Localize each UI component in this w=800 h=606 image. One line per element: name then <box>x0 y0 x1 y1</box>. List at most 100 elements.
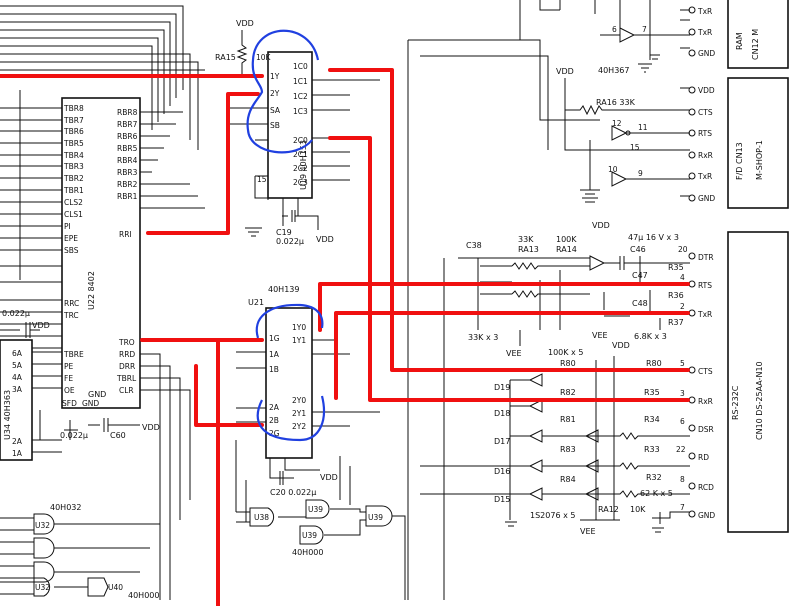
gate-top-pin6: 6 <box>612 25 617 34</box>
rs-pin-rcd: RCD <box>698 483 714 492</box>
u21-pin-2a: 2A <box>269 403 280 412</box>
u34-pin-2a: 2A <box>12 437 23 446</box>
u22-pin-rbr6: RBR6 <box>117 132 138 141</box>
label-33k: 33K <box>518 235 534 244</box>
label-cn10: CN10 DS-25AA-N10 <box>755 361 764 440</box>
u22-pin-tbr7: TBR7 <box>63 116 84 125</box>
u34-pin-3a: 3A <box>12 385 23 394</box>
u39-c: U39 <box>368 513 383 522</box>
u34-pin-5a: 5A <box>12 361 23 370</box>
label-diodes: 1S2076 x 5 <box>530 511 575 520</box>
blue-annotations <box>246 29 326 442</box>
u22-pin-gnd: GND <box>82 399 99 408</box>
u34-name: U34 40H363 <box>3 390 12 440</box>
u22-name: U22 8402 <box>87 271 96 310</box>
label-100kx5: 100K x 5 <box>548 348 583 357</box>
u22-pin-rbr1: RBR1 <box>117 192 138 201</box>
u22-pin-tbr6: TBR6 <box>63 127 84 136</box>
top-conn-gnd: GND <box>698 49 715 58</box>
rs-pin-rts-num: 4 <box>680 273 685 282</box>
blue-circle-u21-bottom <box>256 395 326 442</box>
u21-name: U21 <box>248 298 264 307</box>
u34-pin-4a: 4A <box>12 373 23 382</box>
label-d18: D18 <box>494 409 510 418</box>
cap-c19-name: C19 <box>276 228 292 237</box>
ground-symbols: GND <box>88 63 664 533</box>
u22-pin-fe: FE <box>64 374 73 383</box>
label-d15: D15 <box>494 495 510 504</box>
u22-pin-epe: EPE <box>64 234 78 243</box>
cap-u22-value: 0.022μ <box>2 309 30 318</box>
label-r36: R36 <box>668 291 684 300</box>
u19-pin-1c2: 1C2 <box>293 92 308 101</box>
fd-conn-vdd: VDD <box>698 86 715 95</box>
u22-pin-sbs: SBS <box>64 246 79 255</box>
rs-pin-gnd: GND <box>698 511 715 520</box>
u21-pin-2b: 2B <box>269 416 279 425</box>
label-r80b: R80 <box>646 359 662 368</box>
chip-u22: U22 8402 TBR8 TBR7 TBR6 TBR5 TBR4 TBR3 T… <box>0 97 205 600</box>
u22-pin-rrd: RRD <box>119 350 135 359</box>
label-c38: C38 <box>466 241 482 250</box>
fd-conn-rts: RTS <box>698 129 712 138</box>
ra16-label: RA16 33K <box>596 98 636 107</box>
label-d17: D17 <box>494 437 510 446</box>
fd-conn-gnd: GND <box>698 194 715 203</box>
label-68kx3: 6.8K x 3 <box>634 332 667 341</box>
u40-label: U40 <box>108 583 123 592</box>
u19-pin-sa: SA <box>270 106 281 115</box>
u22-pin-trc: TRC <box>63 311 79 320</box>
rs-pin-dsr-num: 6 <box>680 417 685 426</box>
u22-pin-rbr7: RBR7 <box>117 120 138 129</box>
u39-b: U39 <box>302 531 317 540</box>
rs-pin-txr-num: 2 <box>680 302 685 311</box>
top-bus-lines <box>0 5 205 280</box>
u22-pin-sfd: SFD <box>62 399 77 408</box>
chip-u21: 40H139 U21 1G 1A 1B 2A 2B 2G 1Y0 1Y1 2Y0… <box>236 285 380 497</box>
u21-pin-1y0: 1Y0 <box>292 323 306 332</box>
vdd-rs2: VDD <box>612 341 630 350</box>
cap-c20: C20 0.022μ <box>270 488 316 497</box>
label-r37: R37 <box>668 318 684 327</box>
gate-fd-12: 12 <box>612 119 622 128</box>
u34-pin-1a: 1A <box>12 449 23 458</box>
u34-pin-6a: 6A <box>12 349 23 358</box>
vdd-ra15: VDD <box>236 19 254 28</box>
label-r35b: R35 <box>644 388 660 397</box>
gates-bottom: 40H032 U32 U32 U40 40H000 U38 U39 U39 U3… <box>0 440 406 600</box>
label-r32: R32 <box>646 473 662 482</box>
label-r80: R80 <box>560 359 576 368</box>
rs-pin-dtr: DTR <box>698 253 714 262</box>
rs232-circuitry: VDD 33K RA13 100K RA14 C38 47μ 16 V x 3 … <box>420 221 789 600</box>
u38-label: U38 <box>254 513 269 522</box>
u21-pin-2y1: 2Y1 <box>292 409 306 418</box>
u22-pin-rbr2: RBR2 <box>117 180 138 189</box>
u19-pin-2c0: 2C0 <box>293 136 308 145</box>
vee-c: VEE <box>580 527 596 536</box>
rs-pin-rcd-num: 8 <box>680 475 685 484</box>
rs-pin-txr: TxR <box>697 310 712 319</box>
u22-pin-rbr3: RBR3 <box>117 168 138 177</box>
label-ra14: RA14 <box>556 245 577 254</box>
u21-pin-1y1: 1Y1 <box>292 336 306 345</box>
cap-c19-value: 0.022μ <box>276 237 304 246</box>
u22-pin-tbr1: TBR1 <box>63 186 84 195</box>
label-c47spec: 47μ 16 V x 3 <box>628 233 679 242</box>
label-r35a: R35 <box>668 263 684 272</box>
u22-pin-rri: RRI <box>119 230 132 239</box>
vdd-c19: VDD <box>316 235 334 244</box>
gate-fd-15: 15 <box>630 143 640 152</box>
chip-u19: U19 40H153 1Y 2Y SA SB 1C0 1C1 1C2 1C3 2… <box>228 51 380 246</box>
rs-pin-rxr: RxR <box>698 397 713 406</box>
label-r82: R82 <box>560 388 576 397</box>
cap-c60-value: 0.022μ <box>60 431 88 440</box>
blue-circle-u21-top <box>255 303 324 339</box>
gate-fd-11: 11 <box>638 123 648 132</box>
ra15-label: RA15 <box>215 53 236 62</box>
label-d16: D16 <box>494 467 510 476</box>
fd-conn-rxr: RxR <box>698 151 713 160</box>
u19-pin-2c2: 2C2 <box>293 164 308 173</box>
u19-pin-1y: 1Y <box>270 72 280 81</box>
u21-pin-1a: 1A <box>269 350 280 359</box>
